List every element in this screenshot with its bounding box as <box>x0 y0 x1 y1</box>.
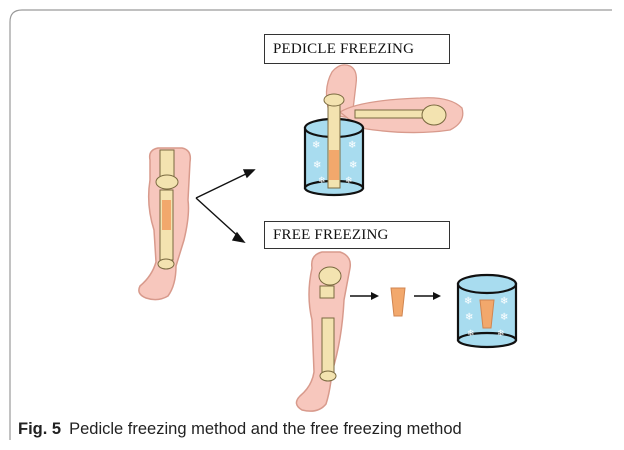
free-freezing-label: FREE FREEZING <box>264 221 450 249</box>
leg-standing <box>139 148 190 300</box>
snowflake-icon: ❄ <box>467 329 475 339</box>
snowflake-icon: ❄ <box>318 176 326 186</box>
snowflake-icon: ❄ <box>500 312 508 323</box>
snowflake-icon: ❄ <box>348 140 356 151</box>
arrow-icon <box>371 292 379 300</box>
snowflake-icon: ❄ <box>312 140 320 151</box>
arrow-icon <box>433 292 441 300</box>
snowflake-icon: ❄ <box>345 176 353 186</box>
snowflake-icon: ❄ <box>313 160 321 171</box>
figure-number: Fig. 5 <box>18 420 61 438</box>
free-freezing-illustration: ❄ ❄ ❄ ❄ ❄ ❄ <box>296 252 516 411</box>
snowflake-icon: ❄ <box>465 312 473 323</box>
branch-arrows <box>196 170 254 242</box>
figure-caption: Fig. 5 Pedicle freezing method and the fr… <box>18 420 462 439</box>
snowflake-icon: ❄ <box>464 296 472 307</box>
tumor-region <box>162 200 171 230</box>
caption-text: Pedicle freezing method and the free fre… <box>69 420 462 438</box>
snowflake-icon: ❄ <box>500 296 508 307</box>
resected-segment <box>391 288 405 316</box>
snowflake-icon: ❄ <box>349 160 357 171</box>
pedicle-freezing-illustration: ❄ ❄ ❄ ❄ ❄ ❄ <box>305 65 463 195</box>
snowflake-icon: ❄ <box>497 329 505 339</box>
pedicle-freezing-label: PEDICLE FREEZING <box>264 34 450 64</box>
